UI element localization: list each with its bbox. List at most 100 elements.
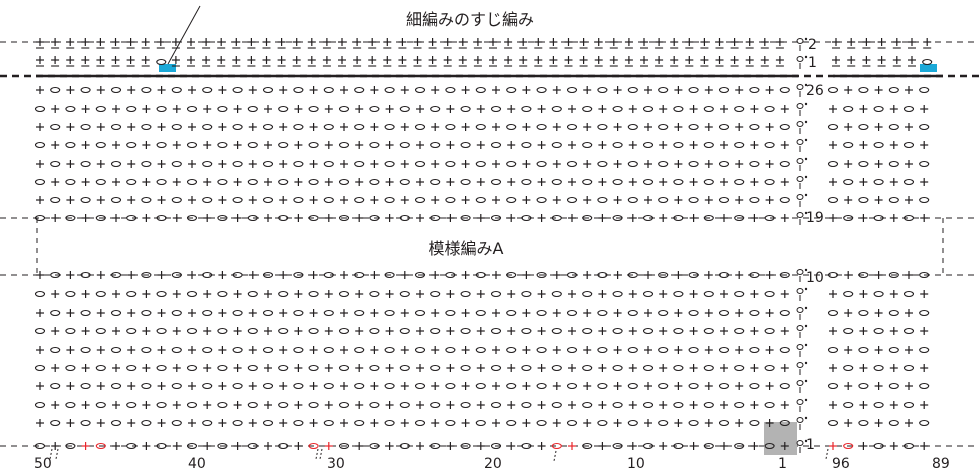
stitch-chain [445,160,456,168]
stitch-chain [80,346,91,354]
stitch-chain [582,214,593,222]
stitch-chain [308,141,319,149]
stitch-chain [688,309,699,317]
stitch-chain [171,196,182,204]
stitch-chain [718,346,730,354]
stitch-chain [749,346,760,354]
stitch-chain [430,401,441,409]
stitch-chain [369,214,380,222]
stitch-chain [703,105,714,113]
stitch-chain [110,86,122,94]
stitch-chain [779,196,790,204]
stitch-chain [186,401,198,409]
stitch-chain [536,382,547,390]
stitch-chain [34,401,46,409]
stitch-chain [323,346,334,354]
highlight-marker-left [159,64,176,72]
stitch-chain [521,214,532,222]
stitch-chain [369,105,380,113]
stitch-number-89: 89 [932,456,950,470]
turn-dot [804,439,808,443]
stitch-chain [922,58,933,66]
stitch-chain [703,214,714,222]
stitch-chain [202,346,213,354]
stitch-chain [338,105,350,113]
stitch-chain [262,160,274,168]
stitch-chain [536,271,547,279]
stitch-chain [50,160,61,168]
stitch-chain [597,123,608,131]
turning-chain [796,56,804,69]
stitch-chain [718,309,730,317]
stitch-chain [734,442,745,450]
stitch-chain [888,346,899,354]
stitch-chain [688,382,699,390]
stitch-chain [430,178,441,186]
stitch-chain [217,290,228,298]
stitch-chain [919,196,930,204]
stitch-chain [642,214,654,222]
stitch-chain [186,105,198,113]
stitch-chain [873,327,884,335]
stitch-chain [171,271,182,279]
stitch-chain [95,214,106,222]
tick-guide [319,448,323,460]
stitch-chain [642,442,654,450]
stitch-chain [308,290,319,298]
stitch-chain [354,196,365,204]
stitch-chain [80,196,91,204]
stitch-chain [247,105,258,113]
stitch-chain [858,123,869,131]
stitch-chain [703,141,714,149]
stitch-chain [873,442,884,450]
stitch-chain [141,196,152,204]
stitch-chain [551,327,562,335]
stitch-chain [582,290,593,298]
stitch-chain [95,178,106,186]
stitch-chain [903,327,915,335]
stitch-chain [262,123,274,131]
stitch-chain [354,309,365,317]
stitch-chain [186,178,198,186]
stitch-chain [506,382,517,390]
stitch-chain [734,141,745,149]
turn-dot [804,361,808,365]
stitch-chain [50,271,61,279]
stitch-chain [827,123,839,131]
stitch-chain [888,123,899,131]
stitch-chain [126,364,137,372]
stitch-chain [582,141,593,149]
stitch-chain [521,401,532,409]
stitch-chain [445,419,456,427]
turn-dot [804,37,808,41]
stitch-chain [414,271,426,279]
stitch-chain [262,196,274,204]
stitch-chain [843,327,854,335]
stitch-chain [827,86,839,94]
section-title-top: 細編みのすじ編み [406,10,534,29]
stitch-chain [858,86,869,94]
stitch-chain [688,196,699,204]
stitch-chain [658,309,669,317]
stitch-chain [308,105,319,113]
stitch-chain [232,160,243,168]
stitch-chain [551,401,562,409]
stitch-chain [627,196,638,204]
stitch-number-1: 1 [778,456,787,470]
stitch-chain [566,160,578,168]
stitch-chain [80,309,91,317]
stitch-chain [718,86,730,94]
stitch-chain [186,141,198,149]
stitch-chain [779,271,790,279]
stitch-chain [779,346,790,354]
stitch-chain [414,309,426,317]
stitch-chain [80,419,91,427]
stitch-chain [873,105,884,113]
stitch-chain [673,105,684,113]
stitch-chain [141,382,152,390]
stitch-chain [34,364,46,372]
stitch-chain [688,86,699,94]
stitch-chain [323,160,334,168]
row-label-26: 26 [806,83,824,99]
stitch-chain [293,271,304,279]
